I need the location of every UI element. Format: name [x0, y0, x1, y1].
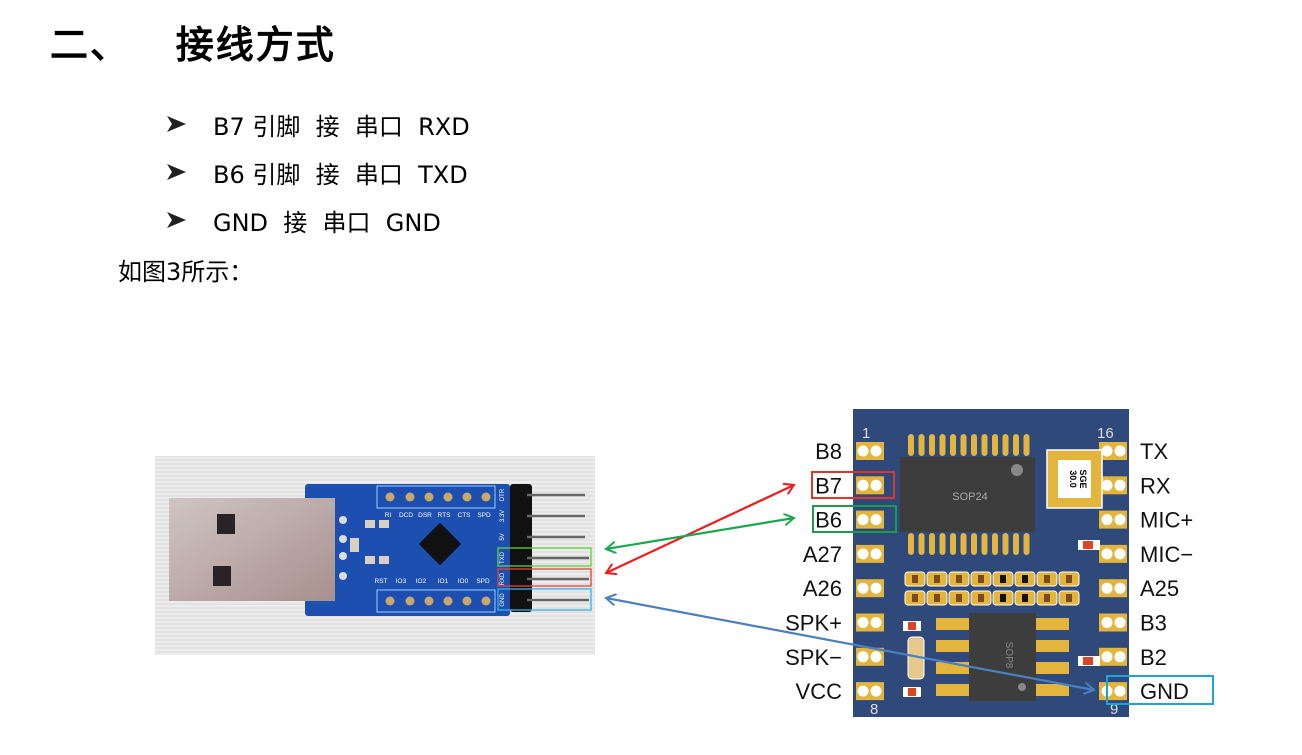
module-pin-right: RX [1099, 473, 1171, 498]
arrow-bullet-icon [167, 164, 186, 180]
module-pin-left: B7 [815, 473, 884, 498]
bullet-text: B7 引脚 接 串口 RXD [213, 112, 470, 141]
usb-top-pin-label: DCD [399, 512, 413, 519]
module-pin-label: B2 [1140, 645, 1167, 670]
pin-number-16: 16 [1097, 425, 1114, 442]
usb-bottom-pin-label: IO2 [416, 578, 427, 585]
usb-bottom-pin-label: RST [375, 578, 388, 585]
module-pin-label: GND [1140, 679, 1189, 704]
module-pin-right: MIC+ [1099, 508, 1193, 533]
header-pin-label: 5V [500, 533, 506, 540]
sop8-label: SOP8 [1003, 642, 1014, 669]
pin-number-1: 1 [862, 425, 870, 442]
module-pin-label: A25 [1140, 576, 1179, 601]
usb-top-pin-label: RTS [438, 512, 452, 519]
bullet-text: GND 接 串口 GND [213, 208, 441, 237]
header-pin-label: DTR [500, 488, 506, 501]
module-pin-label: SPK+ [785, 611, 842, 636]
module-pin-left: B8 [815, 439, 884, 464]
usb-bottom-pin-label: IO0 [458, 578, 469, 585]
arrow-bullet-icon [167, 116, 186, 132]
b7-highlight-box [811, 471, 895, 499]
module-pin-right: MIC− [1099, 542, 1193, 567]
header-pin-label: 3.3V [500, 510, 506, 522]
module-pin-label: B7 [815, 473, 842, 498]
usb-top-pin-label: SPD [477, 512, 491, 519]
module-pin-right: TX [1099, 439, 1168, 464]
gnd-highlight-box [497, 588, 592, 611]
module-pin-label: A26 [803, 576, 842, 601]
bullet-item: B6 引脚 接 串口 TXD [165, 148, 470, 196]
rxd-highlight-box [497, 568, 592, 587]
figure-caption: 如图3所示： [118, 258, 254, 286]
crystal-label-1: 30.0 [1068, 470, 1078, 488]
pin-number-8: 8 [870, 701, 878, 718]
module-pin-left: B6 [815, 508, 884, 533]
module-pin-label: MIC+ [1140, 508, 1193, 533]
usb-top-pin-label: DSR [418, 512, 432, 519]
usb-top-pin-label: RI [385, 512, 392, 519]
rx-connection-arrow [606, 485, 794, 573]
arrow-bullet-icon [167, 212, 186, 228]
usb-serial-adapter-photo: RI DCD DSR RTS CTS SPD RST IO3 IO2 IO1 I… [155, 456, 595, 655]
module-pin-label: RX [1140, 473, 1171, 498]
module-pin-right: A25 [1099, 576, 1179, 601]
header-pin-label: RXD [500, 572, 506, 585]
bullet-text: B6 引脚 接 串口 TXD [213, 160, 468, 189]
pin-number-9: 9 [1110, 701, 1118, 718]
module-pin-label: TX [1140, 439, 1168, 464]
module-pin-right: B2 [1099, 645, 1167, 670]
module-pin-left: A27 [803, 542, 884, 567]
header-pin-label: TXD [500, 551, 506, 564]
sop24-label: SOP24 [952, 491, 987, 503]
sop8-chip [969, 613, 1036, 701]
module-pin-right: B3 [1099, 611, 1167, 636]
bullet-item: GND 接 串口 GND [165, 196, 470, 244]
usb-top-pin-label: CTS [458, 512, 472, 519]
module-pin-label: VCC [796, 679, 843, 704]
usb-bottom-pin-label: IO1 [438, 578, 449, 585]
module-pin-label: B8 [815, 439, 842, 464]
module-pin-label: A27 [803, 542, 842, 567]
usb-adapter-pcb [305, 484, 510, 616]
txd-highlight-box [497, 547, 592, 567]
bullet-list: B7 引脚 接 串口 RXD B6 引脚 接 串口 TXD GND 接 串口 G… [165, 100, 470, 244]
header-pin-label: GND [500, 593, 506, 607]
usb-bottom-pin-label: SPD [476, 578, 490, 585]
gnd-pin-highlight-box [1106, 675, 1214, 705]
module-pin-label: SPK− [785, 645, 842, 670]
module-pin-label: B3 [1140, 611, 1167, 636]
b6-highlight-box [812, 505, 897, 533]
section-heading: 二、 接线方式 [50, 23, 336, 67]
module-pin-label: B6 [815, 508, 842, 533]
tx-connection-arrow [606, 518, 794, 549]
module-pin-label: MIC− [1140, 542, 1193, 567]
bullet-item: B7 引脚 接 串口 RXD [165, 100, 470, 148]
crystal-label-2: SGE [1078, 469, 1088, 488]
usb-bottom-pin-label: IO3 [396, 578, 407, 585]
